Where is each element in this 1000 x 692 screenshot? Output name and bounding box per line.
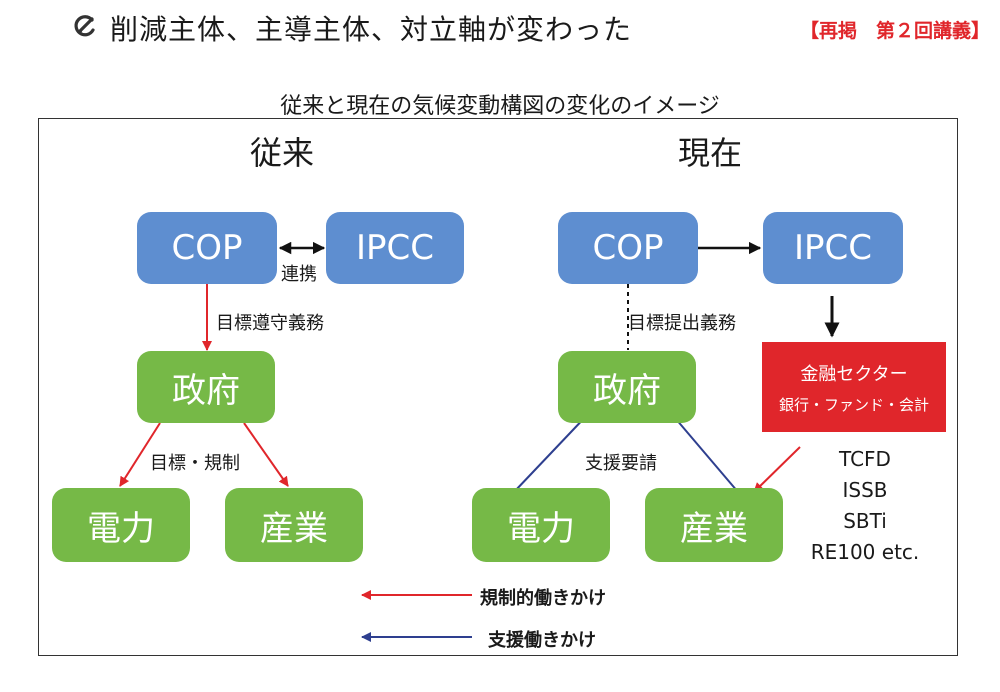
page-title: 削減主体、主導主体、対立軸が変わった — [110, 13, 633, 46]
left-industry-box: 産業 — [225, 488, 363, 562]
right-power-box: 電力 — [472, 488, 610, 562]
right-industry-box: 産業 — [645, 488, 783, 562]
diagram-frame — [38, 118, 958, 656]
legend-support-label: 支援働きかけ — [488, 630, 596, 651]
left-ipcc-box: IPCC — [326, 212, 464, 284]
disclosure-standards-list: TCFD ISSB SBTi RE100 etc. — [795, 444, 935, 568]
right-support-request-label: 支援要請 — [585, 453, 657, 474]
finance-sector-subtitle: 銀行・ファンド・会計 — [778, 395, 929, 414]
right-power-to-government-arrow — [513, 411, 591, 493]
left-heading: 従来 — [250, 134, 315, 172]
legend-regulation-label: 規制的働きかけ — [480, 588, 606, 609]
left-government-to-power-arrow — [119, 422, 161, 487]
finance-sector-box: 金融セクター 銀行・ファンド・会計 — [762, 342, 946, 432]
right-government-box: 政府 — [558, 351, 696, 423]
right-heading: 現在 — [678, 134, 743, 172]
left-power-box: 電力 — [52, 488, 190, 562]
figure-title: 従来と現在の気候変動構図の変化のイメージ — [280, 94, 720, 119]
left-government-box: 政府 — [137, 351, 275, 423]
left-obligation-label: 目標遵守義務 — [216, 313, 324, 334]
right-industry-to-government-arrow — [669, 411, 739, 493]
standard-item: SBTi — [843, 509, 887, 533]
left-cop-box: COP — [137, 212, 277, 284]
right-obligation-label: 目標提出義務 — [628, 313, 736, 334]
standard-item: RE100 etc. — [810, 540, 920, 564]
left-government-to-industry-arrow — [243, 422, 289, 487]
standard-item: TCFD — [839, 447, 891, 471]
right-ipcc-box: IPCC — [763, 212, 903, 284]
pencil-check-icon — [74, 15, 95, 37]
right-finance-to-industry-arrow — [753, 446, 801, 493]
reprint-tag: 【再掲 第２回講義】 — [799, 20, 990, 42]
left-link-label: 連携 — [281, 264, 317, 285]
standard-item: ISSB — [842, 478, 888, 502]
left-targets-label: 目標・規制 — [150, 453, 240, 474]
right-cop-box: COP — [558, 212, 698, 284]
finance-sector-title: 金融セクター — [800, 363, 908, 385]
